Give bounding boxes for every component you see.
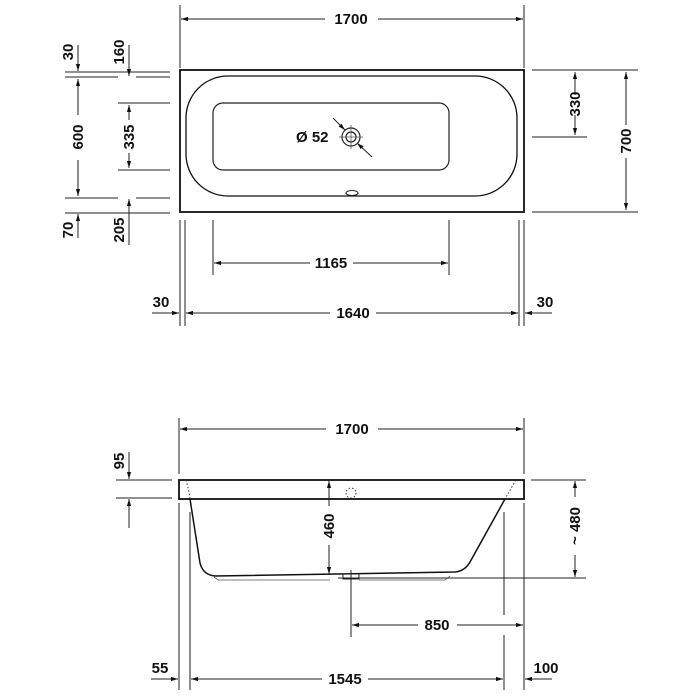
dim-flat-bottom-length: 1165: [315, 255, 348, 272]
tub-flat-bottom: [212, 102, 450, 171]
overflow-icon: [345, 487, 357, 499]
tub-basin-outline: [185, 75, 518, 197]
dim-base-right-offset: 100: [533, 660, 558, 677]
overflow-icon: [345, 190, 359, 196]
tub-body-profile: [189, 498, 506, 577]
dim-flat-bottom-width: 335: [121, 124, 138, 149]
drain-icon: [332, 117, 373, 158]
top-view: Ø 52 1700 30 160 600 335 70: [60, 5, 638, 326]
dim-base-left-offset: 55: [152, 660, 169, 677]
dim-rim-right: 30: [537, 294, 554, 311]
dim-inner-top-offset: 160: [111, 39, 128, 64]
tub-outer-outline: [179, 69, 525, 213]
dim-drain-diameter: Ø 52: [296, 129, 329, 146]
dim-rim-left: 30: [153, 294, 170, 311]
side-view: 1700 95 460 ~ 480 850 1545 55: [111, 418, 586, 690]
dim-top-overall-length: 1700: [334, 11, 367, 28]
dim-drain-offset: 330: [567, 91, 584, 116]
dim-inner-width: 600: [70, 124, 87, 149]
tub-rim-profile: [178, 479, 525, 500]
dim-rim-bottom: 70: [60, 222, 77, 239]
dim-overall-height: ~ 480: [567, 507, 584, 545]
dim-drain-position: 850: [424, 617, 449, 634]
dim-top-overall-width: 700: [618, 128, 635, 153]
dim-inner-length: 1640: [336, 305, 369, 322]
dim-inner-depth: 460: [321, 513, 338, 538]
dim-side-overall-length: 1700: [335, 421, 368, 438]
dim-base-length: 1545: [328, 671, 361, 688]
dim-top-rim: 30: [60, 44, 77, 61]
dim-inner-bottom-offset: 205: [111, 217, 128, 242]
dim-rim-height: 95: [111, 453, 128, 470]
